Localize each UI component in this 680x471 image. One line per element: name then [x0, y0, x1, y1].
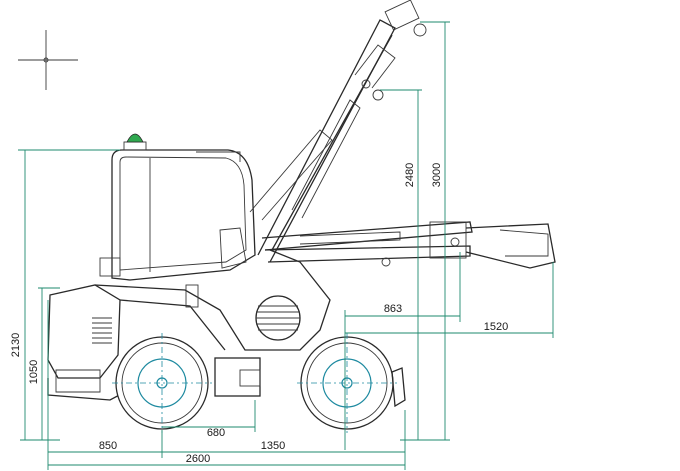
dimension-overall-height: 2130 [10, 333, 22, 357]
dimension-boom-reach-long: 1520 [484, 321, 508, 333]
operator-seat [219, 227, 247, 269]
boom-horizontal [261, 221, 556, 269]
dimension-boom-reach-short: 863 [384, 303, 402, 315]
rear-counterweight [47, 284, 121, 379]
dimension-overall-length: 2600 [186, 453, 210, 465]
engine-grille [92, 317, 112, 344]
dimension-wheelbase-front: 680 [207, 427, 225, 439]
beacon-light [123, 133, 147, 151]
operator-cab [111, 149, 256, 281]
rear-wheel [112, 333, 212, 433]
boom-tip-attachment [465, 223, 556, 269]
dimension-body-height: 1050 [28, 360, 40, 384]
dimension-wheelbase-rear: 1350 [261, 440, 285, 452]
crosshair-symbol [18, 30, 78, 90]
dimension-front-overhang: 850 [99, 440, 117, 452]
dimension-lines [18, 21, 554, 470]
boom-raised [249, 0, 427, 263]
engine-vent [255, 295, 301, 341]
dimension-boom-height-max: 3000 [431, 163, 443, 187]
articulation-joint [214, 357, 261, 397]
front-wheel [297, 333, 397, 433]
front-hitch [391, 367, 406, 408]
dimension-boom-height-mid: 2480 [404, 163, 416, 187]
